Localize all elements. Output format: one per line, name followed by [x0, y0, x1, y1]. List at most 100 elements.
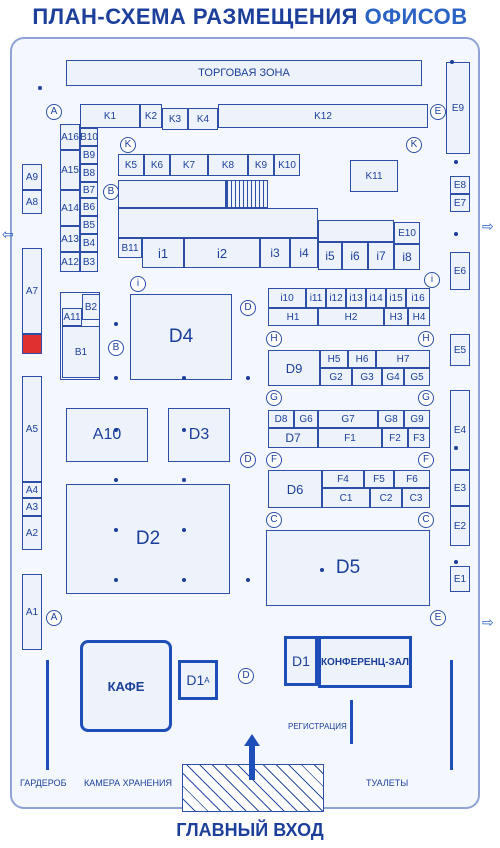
- room-F4[interactable]: F4: [322, 470, 364, 488]
- room-D8[interactable]: D8: [268, 410, 294, 428]
- room-A7[interactable]: A7: [22, 248, 42, 334]
- room-K12[interactable]: K12: [218, 104, 428, 128]
- room-G8[interactable]: G8: [378, 410, 404, 428]
- room-K11[interactable]: K11: [350, 160, 398, 192]
- room-D7[interactable]: D7: [268, 428, 318, 448]
- room-K9[interactable]: K9: [248, 154, 274, 176]
- room-D3[interactable]: D3: [168, 408, 230, 462]
- room-G2[interactable]: G2: [320, 368, 352, 386]
- room-A3[interactable]: A3: [22, 498, 42, 516]
- room-i6[interactable]: i6: [342, 242, 368, 270]
- room-conference[interactable]: КОНФЕРЕНЦ-ЗАЛ: [318, 636, 412, 688]
- room-D4[interactable]: D4: [130, 294, 232, 380]
- room-D2[interactable]: D2: [66, 484, 230, 594]
- room-F6[interactable]: F6: [394, 470, 430, 488]
- room-i4[interactable]: i4: [290, 238, 318, 268]
- room-i5[interactable]: i5: [318, 242, 342, 270]
- room-E2[interactable]: E2: [450, 506, 470, 546]
- room-K10[interactable]: K10: [274, 154, 300, 176]
- room-H4[interactable]: H4: [408, 308, 430, 326]
- room-D5[interactable]: D5: [266, 530, 430, 606]
- room-H1[interactable]: H1: [268, 308, 318, 326]
- room-i13[interactable]: i13: [346, 288, 366, 308]
- room-i11[interactable]: i11: [306, 288, 326, 308]
- room-F2[interactable]: F2: [382, 428, 408, 448]
- room-B1[interactable]: B1: [62, 326, 100, 378]
- room-E4[interactable]: E4: [450, 390, 470, 470]
- room-C1[interactable]: C1: [322, 488, 370, 508]
- room-B5[interactable]: B5: [80, 216, 98, 234]
- room-i1[interactable]: i1: [142, 238, 184, 268]
- room-A8[interactable]: A8: [22, 190, 42, 214]
- room-D6[interactable]: D6: [268, 470, 322, 508]
- room-i10[interactable]: i10: [268, 288, 306, 308]
- room-B8[interactable]: B8: [80, 164, 98, 182]
- room-E6[interactable]: E6: [450, 252, 470, 290]
- room-H2[interactable]: H2: [318, 308, 384, 326]
- room-i14[interactable]: i14: [366, 288, 386, 308]
- room-K8[interactable]: K8: [208, 154, 248, 176]
- room-C3[interactable]: C3: [402, 488, 430, 508]
- room-K2[interactable]: K2: [140, 104, 162, 128]
- room-A16[interactable]: A16: [60, 124, 80, 150]
- room-A1[interactable]: A1: [22, 574, 42, 650]
- room-A15[interactable]: A15: [60, 150, 80, 190]
- room-E7[interactable]: E7: [450, 194, 470, 212]
- room-E1[interactable]: E1: [450, 566, 470, 592]
- room-E8[interactable]: E8: [450, 176, 470, 194]
- room-G4[interactable]: G4: [382, 368, 404, 386]
- room-i12[interactable]: i12: [326, 288, 346, 308]
- area-cafe[interactable]: КАФЕ: [80, 640, 172, 732]
- room-B4[interactable]: B4: [80, 234, 98, 252]
- room-G7[interactable]: G7: [318, 410, 378, 428]
- room-H3[interactable]: H3: [384, 308, 408, 326]
- room-B3[interactable]: B3: [80, 252, 98, 272]
- room-E3[interactable]: E3: [450, 470, 470, 506]
- room-G5[interactable]: G5: [404, 368, 430, 386]
- room-B11[interactable]: B11: [118, 238, 142, 258]
- room-C2[interactable]: C2: [370, 488, 402, 508]
- room-F1[interactable]: F1: [318, 428, 382, 448]
- room-A5[interactable]: A5: [22, 376, 42, 482]
- room-A10[interactable]: A10: [66, 408, 148, 462]
- room-H6[interactable]: H6: [348, 350, 376, 368]
- room-H7[interactable]: H7: [376, 350, 430, 368]
- room-A13[interactable]: A13: [60, 226, 80, 252]
- room-D1[interactable]: D1: [284, 636, 318, 686]
- room-i8[interactable]: i8: [394, 244, 420, 270]
- room-F3[interactable]: F3: [408, 428, 430, 448]
- room-K5[interactable]: K5: [118, 154, 144, 176]
- room-E10[interactable]: E10: [394, 222, 420, 244]
- room-K6[interactable]: K6: [144, 154, 170, 176]
- room-i7[interactable]: i7: [368, 242, 394, 270]
- room-i3[interactable]: i3: [260, 238, 290, 268]
- room-K1[interactable]: K1: [80, 104, 140, 128]
- room-G9[interactable]: G9: [404, 410, 430, 428]
- room-D9[interactable]: D9: [268, 350, 320, 386]
- room-E5[interactable]: E5: [450, 334, 470, 366]
- room-i15[interactable]: i15: [386, 288, 406, 308]
- room-G6[interactable]: G6: [294, 410, 318, 428]
- room-A14[interactable]: A14: [60, 190, 80, 226]
- room-A11[interactable]: A11: [62, 308, 82, 326]
- room-F5[interactable]: F5: [364, 470, 394, 488]
- room-i16[interactable]: i16: [406, 288, 430, 308]
- room-K4[interactable]: K4: [188, 108, 218, 130]
- room-E9[interactable]: E9: [446, 62, 470, 154]
- room-B7[interactable]: B7: [80, 182, 98, 198]
- room-B6[interactable]: B6: [80, 198, 98, 216]
- room-K7[interactable]: K7: [170, 154, 208, 176]
- room-A9[interactable]: A9: [22, 164, 42, 190]
- room-B9[interactable]: B9: [80, 146, 98, 164]
- room-i2[interactable]: i2: [184, 238, 260, 268]
- room-A4[interactable]: A4: [22, 482, 42, 498]
- room-K3[interactable]: K3: [162, 108, 188, 130]
- exit-arrow-right-top-icon: ⇨: [482, 218, 494, 234]
- room-A2[interactable]: A2: [22, 516, 42, 550]
- room-A12[interactable]: A12: [60, 252, 80, 272]
- room-B10[interactable]: B10: [80, 128, 98, 146]
- room-H5[interactable]: H5: [320, 350, 348, 368]
- room-G3[interactable]: G3: [352, 368, 382, 386]
- room-trade-zone[interactable]: ТОРГОВАЯ ЗОНА: [66, 60, 422, 86]
